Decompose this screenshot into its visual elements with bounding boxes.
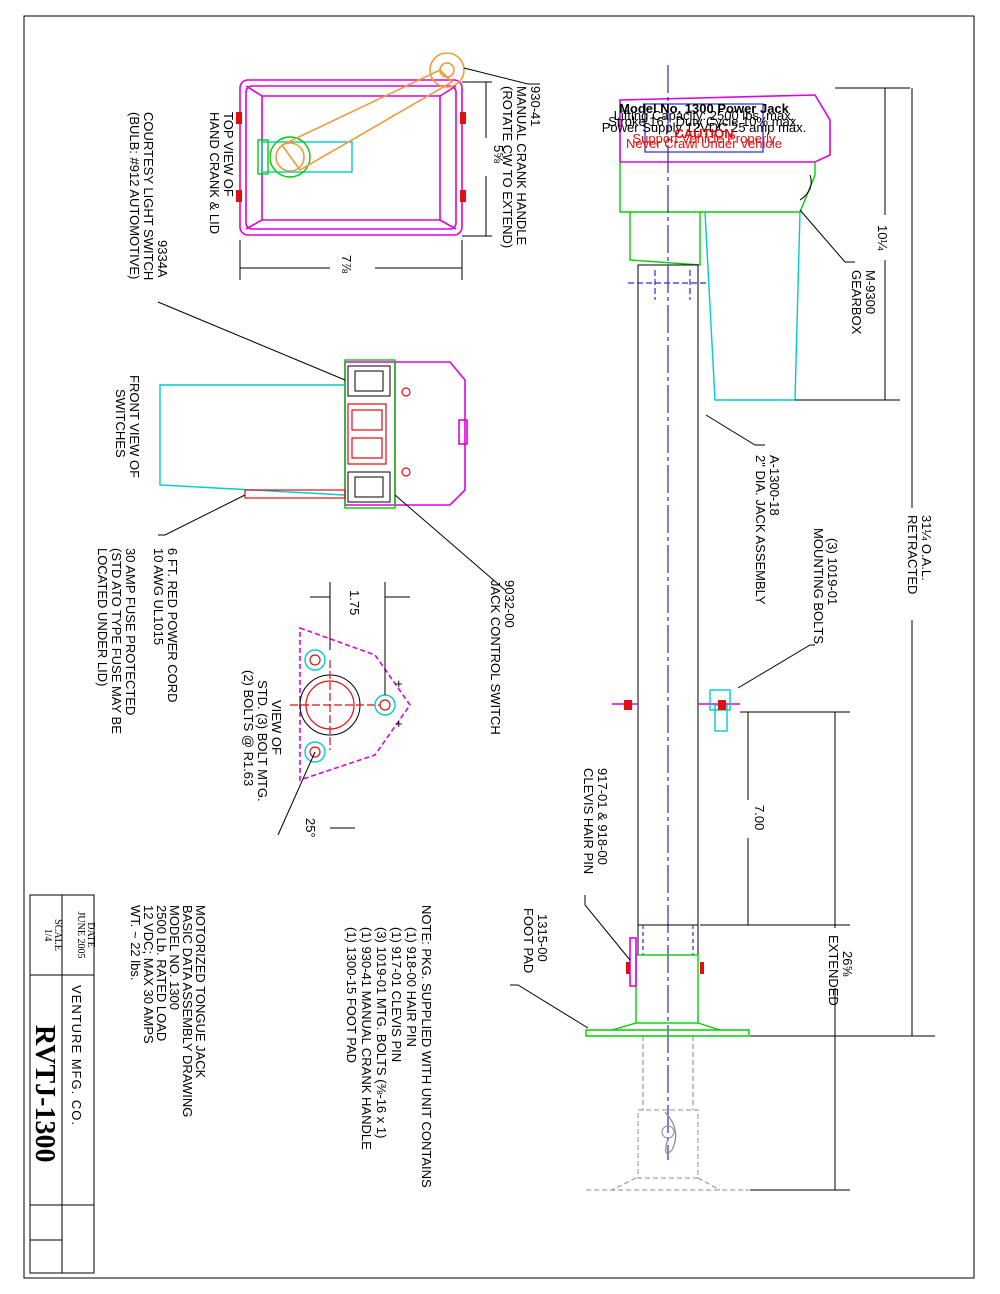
note-item: (3) 1019-01 MTG. BOLTS (⅜-16 x 1) xyxy=(374,927,389,1138)
plate-capacity: Lifting Capacity: 2500 lbs. max. xyxy=(614,108,795,123)
power-cord-label: 6 FT. RED POWER CORD xyxy=(165,548,180,703)
switch-label: JACK CONTROL SWITCH xyxy=(488,580,503,735)
plate-warning-1: Support Vehicle Properly xyxy=(632,131,776,146)
scale-value: 1/4 xyxy=(42,929,53,942)
gearbox-label: GEARBOX xyxy=(849,270,864,335)
dim-7-7-8: 7⅞ xyxy=(339,255,354,273)
courtesy-light-part: 9334A xyxy=(155,240,170,278)
bolt-view-std: STD. (3) BOLT MTG. xyxy=(255,680,270,802)
svg-text:+: + xyxy=(395,716,403,731)
drawing-border xyxy=(23,15,975,1279)
plate-power: Power Supply 12VDC 25 amp max. xyxy=(602,120,806,135)
mounting-bolts-label: MOUNTING BOLTS xyxy=(811,528,826,644)
desc-line-1: MOTORIZED TONGUE JACK xyxy=(193,905,208,1079)
crank-part-number: 930-41 xyxy=(528,86,543,126)
bolt-view-title: VIEW OF xyxy=(269,700,284,755)
gearbox-part: M-9300 xyxy=(863,270,878,314)
desc-line-6: WT. ~ 22 lbs. xyxy=(128,905,143,981)
courtesy-light-bulb: (BULB: #912 AUTOMOTIVE) xyxy=(127,112,142,279)
front-view-title: FRONT VIEW OF xyxy=(127,375,142,478)
jack-assembly-label: 2" DIA. JACK ASSEMBLY xyxy=(753,455,768,605)
bolt-view-radius: (2) BOLTS @ R1.63 xyxy=(241,670,256,786)
bolt-mounting-view: + + xyxy=(277,582,411,836)
top-view-title: TOP VIEW OF xyxy=(221,112,236,197)
note-item: (1) 918-00 HAIR PIN xyxy=(404,927,419,1047)
fuse-note-1: 30 AMP FUSE PROTECTED xyxy=(123,548,138,715)
date-value: JUNE 2005 xyxy=(75,912,86,959)
crank-description: MANUAL CRANK HANDLE xyxy=(514,86,529,245)
fuse-note-2: (STD ATO TYPE FUSE MAY BE xyxy=(109,548,124,734)
dim-5-5-8: 5⅝ xyxy=(491,145,506,163)
top-view-subtitle: HAND CRANK & LID xyxy=(207,112,222,234)
svg-text:+: + xyxy=(395,676,403,691)
company-logo: VENTURE MFG. CO. xyxy=(69,985,84,1126)
clevis-part: 917-01 & 918-00 xyxy=(595,768,610,865)
name-plate: Model No. 1300 Power Jack Lifting Capaci… xyxy=(602,101,806,151)
dim-7-00: 7.00 xyxy=(752,805,767,830)
jack-assembly-part: A-1300-18 xyxy=(767,455,782,516)
top-view-lid xyxy=(236,52,540,280)
front-view-subtitle: SWITCHES xyxy=(113,389,128,458)
extended-label: EXTENDED xyxy=(826,935,841,1006)
angle-25: 25° xyxy=(303,818,318,838)
scale-label: SCALE xyxy=(52,919,63,951)
crank-rotation-note: (ROTATE CW TO EXTEND) xyxy=(500,86,515,248)
plate-model: Model No. 1300 Power Jack xyxy=(619,101,790,116)
plate-stroke: Stroke 16", Duty Cycle 10% max. xyxy=(608,114,800,129)
note-item: (1) 917-01 CLEVIS PIN xyxy=(389,927,404,1062)
jack-side-view xyxy=(510,65,935,1191)
fuse-note-3: LOCATED UNDER LID) xyxy=(95,548,110,686)
plate-warning-2: Never Crawl Under Vehicle xyxy=(626,136,782,151)
package-note: NOTE: PKG. SUPPLIED WITH UNIT CONTAINS (… xyxy=(344,905,434,1188)
desc-line-3: MODEL NO. 1300 xyxy=(167,905,182,1010)
note-item: (1) 930-41 MANUAL CRANK HANDLE xyxy=(359,927,374,1150)
switch-part-number: 9032-00 xyxy=(502,580,517,628)
desc-line-2: BASIC DATA ASSEMBLY DRAWING xyxy=(180,905,195,1117)
power-cord-gauge: 10 AWG UL1015 xyxy=(151,548,166,645)
dim-10-1-4: 10¼ xyxy=(875,225,890,250)
date-label: DATE xyxy=(85,922,96,948)
plate-caution: CAUTION xyxy=(674,126,733,141)
note-title: NOTE: PKG. SUPPLIED WITH UNIT CONTAINS xyxy=(419,905,434,1188)
part-number: RVTJ-1300 xyxy=(29,1025,60,1162)
foot-pad-part: 1315-00 xyxy=(535,914,550,962)
oal-retracted: RETRACTED xyxy=(905,515,920,594)
description-block: MOTORIZED TONGUE JACK BASIC DATA ASSEMBL… xyxy=(128,905,208,1117)
dim-1-75: 1.75 xyxy=(347,590,362,615)
mounting-bolts-part: (3) 1019-01 xyxy=(825,538,840,605)
oal-dimension: 31¼ O.A.L. xyxy=(919,515,934,581)
courtesy-light-label: COURTESY LIGHT SWITCH xyxy=(141,112,156,280)
note-item: (1) 1300-15 FOOT PAD xyxy=(344,927,359,1063)
desc-line-5: 12 VDC; MAX 30 AMPS xyxy=(141,905,156,1044)
clevis-label: CLEVIS HAIR PIN xyxy=(581,768,596,874)
desc-line-4: 2500 Lb. RATED LOAD xyxy=(154,905,169,1041)
extended-dimension: 26⅝ xyxy=(840,951,855,976)
foot-pad-label: FOOT PAD xyxy=(521,908,536,973)
front-view-switches xyxy=(157,301,506,591)
